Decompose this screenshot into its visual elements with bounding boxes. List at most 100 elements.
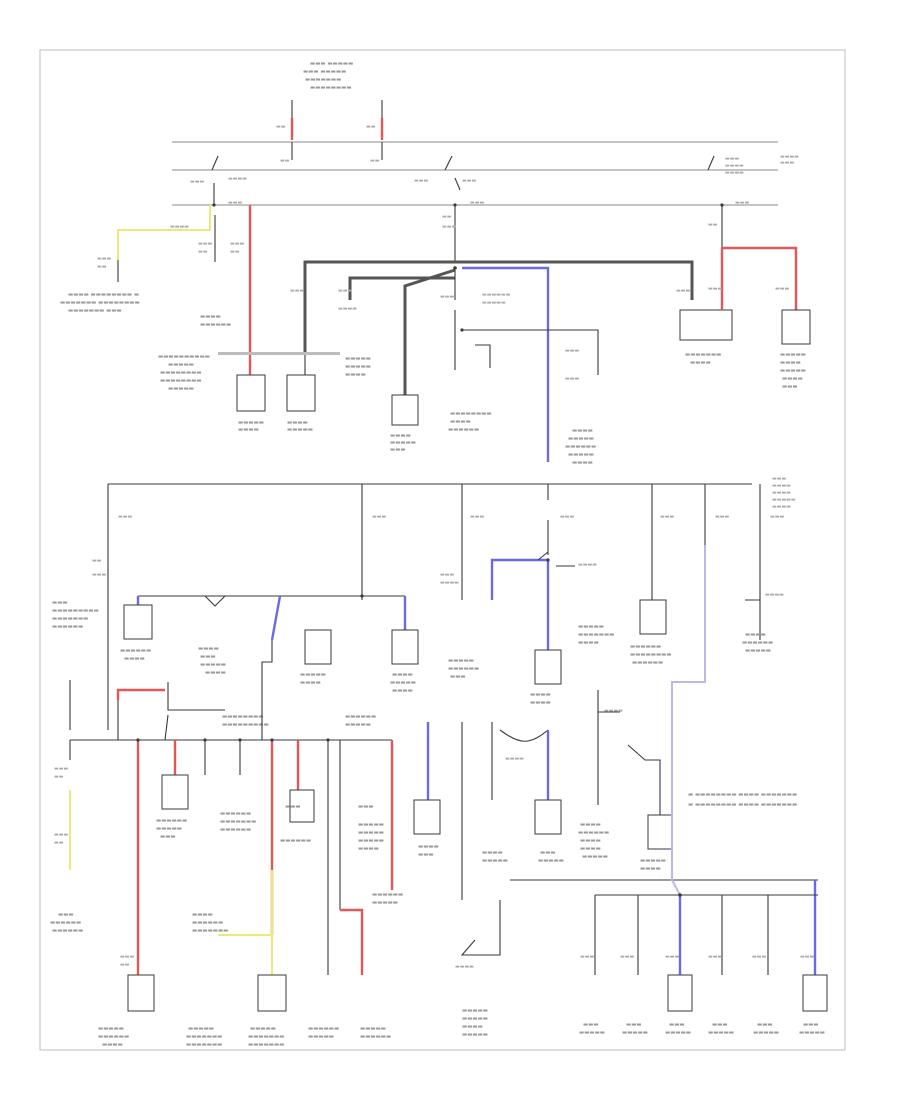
svg-text:▬▬▬▬▬▬▬: ▬▬▬▬▬▬▬ [248,1034,284,1040]
svg-text:▬▬▬▬▬▬▬: ▬▬▬▬▬▬▬ [685,352,721,358]
svg-text:▬▬▬: ▬▬▬ [462,178,476,184]
junction-dots [136,266,682,897]
svg-text:▬▬▬: ▬▬▬ [712,1022,728,1028]
svg-text:▬▬▬▬▬: ▬▬▬▬▬ [665,1030,691,1036]
svg-text:▬▬▬▬▬: ▬▬▬▬▬ [308,1034,334,1040]
svg-text:▬▬▬▬▬: ▬▬▬▬▬ [345,364,371,370]
svg-text:▬▬▬: ▬▬▬ [735,200,749,206]
svg-text:▬▬▬▬▬: ▬▬▬▬▬ [287,427,313,433]
svg-text:▬▬▬▬: ▬▬▬▬ [228,176,247,182]
svg-text:▬▬▬▬▬▬: ▬▬▬▬▬▬ [742,640,773,646]
svg-text:▬▬▬▬▬▬▬: ▬▬▬▬▬▬▬ [305,77,341,83]
svg-text:▬▬▬▬: ▬▬▬▬ [572,428,593,434]
svg-text:▬▬: ▬▬ [54,840,64,846]
instrument-cluster [679,309,733,341]
left-relay-area: ▬▬▬▬▬ ▬▬▬▬▬▬▬▬▬▬▬▬▬▬▬▬▬▬▬▬▬▬▬▬▬ ▬▬▬▬▬▬▬▬… [52,558,419,740]
svg-text:▬▬▬▬▬▬▬▬: ▬▬▬▬▬▬▬▬ [630,652,672,658]
svg-text:▬▬▬▬: ▬▬▬▬ [530,700,551,706]
central-splice-wiring: ▬▬▬▬▬ ▬▬▬▬▬▬ ▬▬▬▬▬▬▬ ▬▬▬▬▬▬▬▬▬▬▬ ▬▬▬ [290,205,694,462]
svg-text:▬▬▬▬▬▬▬: ▬▬▬▬▬▬▬ [220,819,256,825]
mid-components: ▬▬▬▬▬▬▬ ▬▬▬▬▬▬▬▬▬▬▬▬▬▬ ▬▬▬▬ ▬▬▬▬▬▬▬▬ ▬▬▬… [440,545,784,740]
svg-text:▬▬▬: ▬▬▬ [676,288,690,294]
svg-text:▬▬▬: ▬▬▬ [715,514,729,520]
svg-text:▬▬▬▬▬▬▬: ▬▬▬▬▬▬▬ [186,1042,222,1048]
svg-text:▬▬: ▬▬ [198,249,208,255]
svg-text:▬▬▬: ▬▬▬ [708,954,722,960]
svg-text:▬▬▬▬▬: ▬▬▬▬▬ [745,648,771,654]
blue-feed-wire [462,266,550,462]
svg-text:▬▬▬▬▬: ▬▬▬▬▬ [538,858,564,864]
svg-text:▬▬▬▬: ▬▬▬▬ [782,376,803,382]
svg-text:▬▬▬▬: ▬▬▬▬ [205,670,226,676]
load-f [534,799,562,835]
svg-text:▬▬▬▬▬: ▬▬▬▬▬ [568,452,594,458]
svg-text:▬▬▬▬: ▬▬▬▬ [170,224,189,230]
svg-text:▬▬: ▬▬ [708,222,718,228]
svg-text:▬▬▬▬▬: ▬▬▬▬▬ [482,858,508,864]
svg-text:▬▬▬▬▬▬▬▬: ▬▬▬▬▬▬▬▬ [222,714,264,720]
svg-text:▬▬▬▬: ▬▬▬▬ [345,372,366,378]
svg-text:▬▬▬▬▬: ▬▬▬▬▬ [390,680,416,686]
svg-text:▬▬▬▬▬: ▬▬▬▬▬ [799,1030,825,1036]
svg-text:▬▬▬: ▬▬▬ [54,832,68,838]
svg-text:▬▬: ▬▬ [280,158,290,164]
load-b [161,774,189,810]
svg-text:▬▬▬▬▬▬: ▬▬▬▬▬▬ [308,1026,339,1032]
svg-text:▬▬▬▬▬: ▬▬▬▬▬ [238,420,264,426]
svg-text:▬▬▬▬: ▬▬▬▬ [765,592,784,598]
lower-loads-section: ▬▬▬▬▬ ▬▬▬▬▬ ▬▬▬▬▬▬▬▬▬▬▬▬▬▬▬ ▬▬▬▬▬ ▬▬▬▬▬▬… [50,680,828,1048]
starter-motor [236,374,266,412]
svg-text:▬▬▬▬▬: ▬▬▬▬▬ [358,830,384,836]
relay-b [304,629,332,665]
svg-text:▬▬▬▬▬▬: ▬▬▬▬▬▬ [448,666,479,672]
svg-text:▬▬▬▬▬: ▬▬▬▬▬ [772,497,796,503]
control-unit-d [534,649,562,685]
svg-text:▬▬▬▬▬: ▬▬▬▬▬ [168,386,194,392]
svg-text:▬▬▬: ▬▬▬ [450,674,466,680]
svg-text:▬▬▬▬: ▬▬▬▬ [780,360,801,366]
engine-control-module [391,394,419,426]
svg-text:▬▬▬▬: ▬▬▬▬ [578,640,599,646]
relay-c [391,629,419,665]
svg-text:▬▬▬▬▬: ▬▬▬▬▬ [578,624,604,630]
svg-text:▬▬▬▬▬: ▬▬▬▬▬ [98,1026,124,1032]
svg-text:▬▬▬▬▬▬: ▬▬▬▬▬▬ [50,920,81,926]
svg-text:▬▬: ▬▬ [230,249,240,255]
svg-text:▬▬▬▬: ▬▬▬▬ [462,1024,483,1030]
svg-text:▬▬▬▬: ▬▬▬▬ [780,154,799,160]
svg-text:▬▬▬▬▬▬▬: ▬▬▬▬▬▬▬ [192,928,228,934]
svg-text:▬▬▬▬▬▬▬ ▬▬▬▬▬▬▬▬: ▬▬▬▬▬▬▬ ▬▬▬▬▬▬▬▬ [60,300,140,306]
diagram-frame [39,49,846,1051]
svg-text:▬▬▬▬: ▬▬▬▬ [450,419,471,425]
svg-text:▬▬▬: ▬▬▬ [338,288,352,294]
svg-text:▬▬▬: ▬▬▬ [757,1022,773,1028]
svg-text:▬▬▬: ▬▬▬ [160,834,176,840]
svg-text:▬▬▬▬▬▬: ▬▬▬▬▬▬ [220,811,251,817]
svg-text:▬▬▬▬: ▬▬▬▬ [392,688,413,694]
svg-text:▬▬▬: ▬▬▬ [120,954,134,960]
svg-text:▬▬▬▬▬▬▬▬: ▬▬▬▬▬▬▬▬ [160,370,202,376]
svg-text:▬▬▬▬▬▬: ▬▬▬▬▬▬ [448,427,479,433]
left-ground-branch: ▬▬▬▬ ▬▬▬▬▬ ▬▬▬▬ ▬▬▬▬▬▬▬▬ ▬ ▬▬▬▬▬▬▬ ▬▬▬▬▬… [60,205,231,328]
svg-text:▬▬▬▬: ▬▬▬▬ [358,846,379,852]
svg-text:▬▬▬▬▬: ▬▬▬▬▬ [462,1016,488,1022]
svg-text:▬▬▬▬▬▬: ▬▬▬▬▬▬ [280,838,311,844]
svg-text:▬▬▬: ▬▬▬ [470,514,484,520]
svg-text:▬▬▬: ▬▬▬ [97,256,111,262]
svg-text:▬▬▬: ▬▬▬ [442,224,456,230]
svg-text:▬▬▬: ▬▬▬ [285,804,301,810]
svg-text:▬▬▬▬: ▬▬▬▬ [200,314,221,320]
svg-text:▬▬▬▬▬: ▬▬▬▬▬ [358,822,384,828]
svg-text:▬▬: ▬▬ [276,124,286,130]
svg-text:▬▬▬▬▬▬: ▬▬▬▬▬▬ [52,624,83,630]
svg-text:▬▬▬: ▬▬▬ [54,766,68,772]
relay-a [123,604,153,640]
svg-text:▬▬▬: ▬▬▬ [58,912,74,918]
svg-text:▬▬▬▬▬: ▬▬▬▬▬ [168,362,194,368]
svg-text:▬▬▬▬▬▬: ▬▬▬▬▬▬ [372,892,403,898]
svg-text:▬▬▬▬▬: ▬▬▬▬▬ [462,1008,488,1014]
svg-text:▬▬▬▬: ▬▬▬▬ [772,490,791,496]
svg-text:▬▬▬: ▬▬▬ [780,160,794,166]
